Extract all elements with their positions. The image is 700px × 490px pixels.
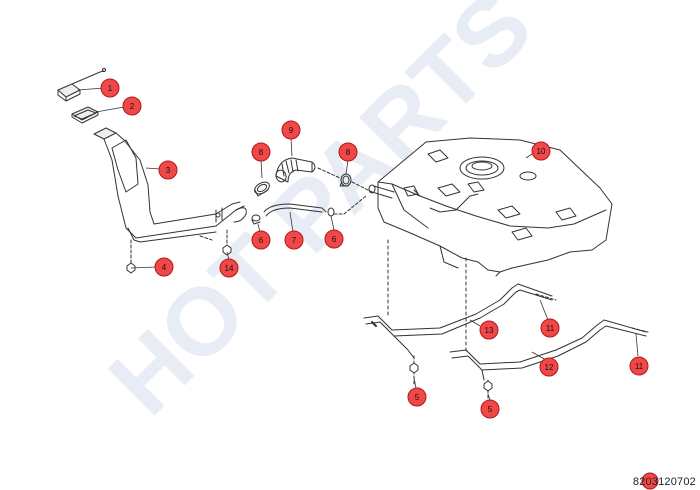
- reference-code: 8203120702: [632, 476, 696, 488]
- svg-text:9: 9: [289, 126, 294, 135]
- callout-reference: [641, 472, 659, 490]
- svg-text:1: 1: [108, 84, 113, 93]
- svg-text:6: 6: [332, 235, 337, 244]
- callout-5-left: 5: [407, 387, 427, 407]
- callout-14: 14: [219, 258, 239, 278]
- small-clamp-6-left: [251, 214, 261, 225]
- callout-1: 1: [100, 78, 120, 98]
- strap-nut-5-right: [483, 379, 493, 399]
- svg-text:4: 4: [162, 263, 167, 272]
- svg-text:10: 10: [537, 147, 546, 156]
- svg-text:13: 13: [485, 326, 494, 335]
- callout-2: 2: [122, 96, 142, 116]
- hose-clamp-8-left: [254, 181, 270, 197]
- callout-10: 10: [531, 141, 551, 161]
- filler-cap: [57, 68, 106, 102]
- callout-3: 3: [158, 160, 178, 180]
- leader-lines: [77, 87, 639, 401]
- callout-13: 13: [479, 320, 499, 340]
- callout-11-lower: 11: [629, 356, 649, 376]
- callout-12: 12: [539, 357, 559, 377]
- callout-7: 7: [284, 230, 304, 250]
- vent-hose-7: [263, 203, 327, 217]
- strap-nut-5-left: [409, 355, 419, 385]
- svg-text:3: 3: [166, 166, 171, 175]
- strap-bolt-11-lower: [631, 327, 649, 333]
- tank-strap-12: [449, 319, 647, 381]
- callout-9: 9: [281, 120, 301, 140]
- filler-seal: [71, 106, 99, 124]
- callout-5-right: 5: [480, 399, 500, 419]
- svg-text:12: 12: [545, 363, 554, 372]
- callout-4: 4: [154, 257, 174, 277]
- callout-6-left: 6: [251, 230, 271, 250]
- callout-11-upper: 11: [540, 318, 560, 338]
- filler-hose-9: [275, 157, 316, 183]
- svg-text:7: 7: [292, 236, 297, 245]
- callout-6-right: 6: [324, 229, 344, 249]
- svg-text:8: 8: [346, 148, 351, 157]
- filler-neck: [93, 127, 247, 243]
- fuel-tank: [368, 137, 613, 277]
- svg-text:6: 6: [259, 236, 264, 245]
- callout-8-left: 8: [251, 142, 271, 162]
- svg-text:14: 14: [225, 264, 234, 273]
- svg-text:5: 5: [488, 405, 493, 414]
- strap-bolt-11-upper: [535, 293, 557, 301]
- svg-text:2: 2: [130, 102, 135, 111]
- svg-text:11: 11: [546, 324, 555, 333]
- svg-text:8: 8: [259, 148, 264, 157]
- svg-text:11: 11: [635, 362, 644, 371]
- svg-text:5: 5: [415, 393, 420, 402]
- tank-strap-13: [363, 283, 553, 359]
- callout-8-right: 8: [338, 142, 358, 162]
- hose-clamp-8-right: [317, 167, 373, 193]
- bolt-14: [222, 229, 232, 256]
